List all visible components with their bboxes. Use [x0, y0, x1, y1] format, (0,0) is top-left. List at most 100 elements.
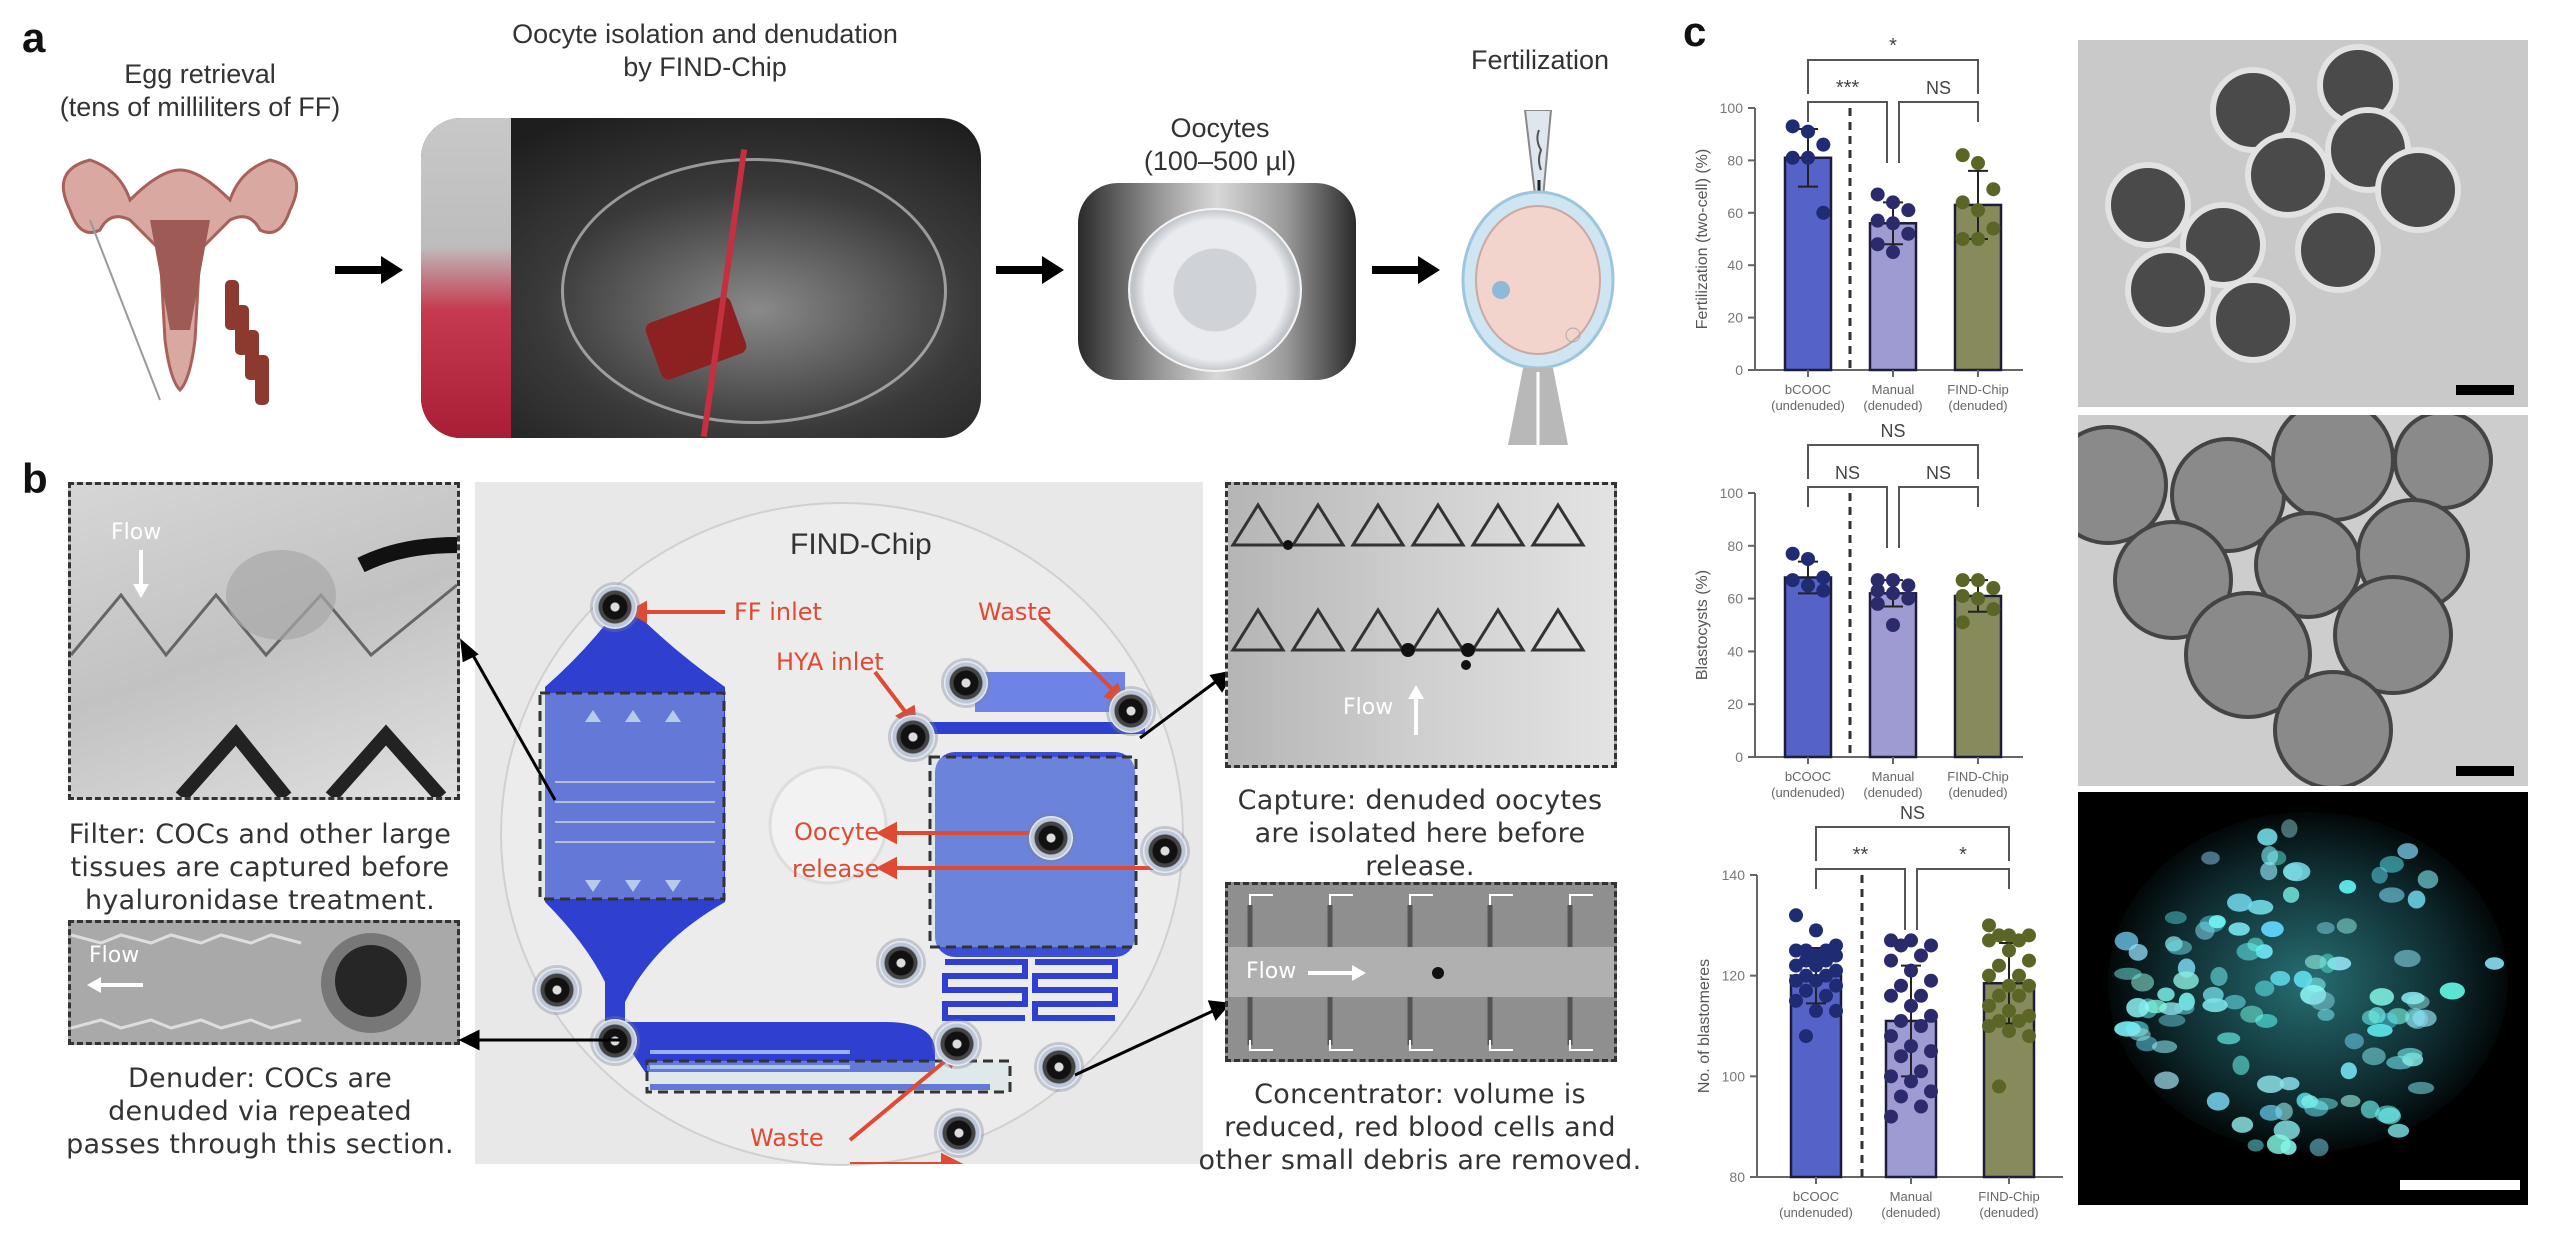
y-axis-label: No. of blastomeres [1696, 959, 1713, 1093]
oocytes-caption: Oocytes (100–500 µl) [1090, 112, 1350, 178]
x-tick-label: FIND-Chip [1978, 1189, 2039, 1204]
data-point [1884, 988, 1898, 1003]
x-tick-label: (denuded) [1863, 785, 1922, 800]
nucleus [2260, 861, 2278, 881]
flow-label: Flow [1343, 695, 1394, 720]
filter-caption: Filter: COCs and other large tissues are… [40, 818, 480, 917]
waste-top-label: Waste [978, 598, 1052, 626]
waste-bottom-label: Waste [750, 1124, 824, 1152]
data-point [1955, 148, 1970, 163]
two-cell-embryo-micrograph [2078, 40, 2528, 407]
nucleus [2484, 957, 2505, 970]
egg-retrieval-caption: Egg retrieval (tens of milliliters of FF… [40, 58, 360, 124]
significance-label: NS [1880, 421, 1905, 441]
nucleus [2387, 1123, 2410, 1138]
nucleus [2279, 1077, 2300, 1091]
data-point [1904, 998, 1918, 1013]
data-point [1870, 237, 1885, 252]
data-point [1924, 1044, 1938, 1059]
data-point [2022, 978, 2036, 993]
nucleus [2270, 970, 2291, 986]
panel-b-label: b [22, 455, 48, 502]
data-point [1894, 978, 1908, 993]
waste-port [937, 1111, 981, 1155]
nucleus [2281, 819, 2298, 838]
y-tick-label: 0 [1735, 362, 1743, 378]
blastomere-fluorescence-micrograph [2078, 792, 2528, 1205]
nucleus [2151, 1040, 2178, 1054]
x-tick-label: bCOOC [1785, 769, 1831, 784]
nucleus [2309, 991, 2335, 1011]
data-point [1886, 586, 1900, 601]
x-tick-label: (undenuded) [1779, 1205, 1853, 1220]
nucleus [2344, 1033, 2364, 1050]
nucleus [2340, 1094, 2361, 1108]
nucleus [2257, 828, 2278, 846]
data-point [1901, 203, 1916, 218]
concentrator-channels [1247, 894, 1593, 1051]
ff-inlet-label: FF inlet [734, 598, 822, 626]
nucleus [2164, 911, 2187, 925]
nucleus [2362, 1047, 2386, 1066]
data-point [1955, 232, 1970, 246]
chip-port [879, 941, 923, 985]
bar-bcooc [1783, 156, 1833, 372]
data-point [1886, 618, 1900, 632]
nucleus [2417, 870, 2439, 889]
data-point [1809, 973, 1823, 988]
flow-label: Flow [111, 520, 162, 545]
data-point [1924, 1008, 1938, 1023]
y-tick-label: 80 [1729, 1169, 1745, 1185]
y-tick-label: 20 [1727, 310, 1743, 326]
data-point [1785, 150, 1800, 165]
capture-traps [1230, 502, 1586, 670]
data-point [1894, 938, 1908, 953]
data-point [1785, 546, 1800, 561]
data-point [1924, 1084, 1938, 1099]
chip-port [944, 661, 988, 705]
panel-c-label: c [1683, 8, 1707, 55]
nucleus [2304, 954, 2327, 970]
nucleus [2158, 1013, 2186, 1027]
isolation-caption: Oocyte isolation and denudation by FIND-… [480, 18, 930, 84]
significance-label: NS [1900, 803, 1925, 823]
isolation-title: Oocyte isolation and denudation [512, 19, 898, 49]
filter-caption-line: tissues are captured before [70, 852, 450, 883]
data-point [1914, 1064, 1928, 1079]
nucleus [2202, 998, 2228, 1013]
nucleus [2208, 915, 2226, 929]
nucleus [2128, 944, 2148, 961]
nucleus [2407, 890, 2426, 909]
nucleus [2387, 1008, 2410, 1025]
uterus-illustration [61, 158, 299, 405]
x-tick-label: (denuded) [1948, 785, 2007, 800]
two-cell-embryos [2105, 44, 2514, 395]
data-point [1982, 1019, 1996, 1033]
x-tick-label: bCOOC [1793, 1189, 1839, 1204]
scale-bar [2456, 766, 2514, 776]
significance-bracket [1898, 101, 1979, 163]
x-tick-label: (denuded) [1863, 398, 1922, 413]
nucleus [2339, 879, 2357, 894]
chip-channels [538, 600, 1165, 1164]
nucleus [2247, 937, 2264, 952]
nucleus [2261, 921, 2284, 938]
nucleus [2439, 982, 2465, 1000]
nucleus [2293, 970, 2313, 988]
data-point [1816, 570, 1831, 585]
nucleus [2240, 1005, 2264, 1023]
data-point [1914, 1099, 1928, 1114]
nucleus [2173, 971, 2199, 990]
scale-bar [2456, 385, 2514, 395]
data-point [1870, 573, 1885, 588]
concentrator-caption-line: Concentrator: volume is [1254, 1079, 1586, 1110]
data-point [1971, 573, 1985, 588]
blastocyst-micrograph [2078, 415, 2528, 786]
oocyte-release-label: release [792, 855, 880, 883]
nucleus [2195, 921, 2215, 940]
nucleus [2247, 899, 2274, 915]
y-tick-label: 100 [1722, 1068, 1746, 1084]
flow-label: Flow [89, 943, 140, 968]
data-point [1982, 918, 1996, 933]
